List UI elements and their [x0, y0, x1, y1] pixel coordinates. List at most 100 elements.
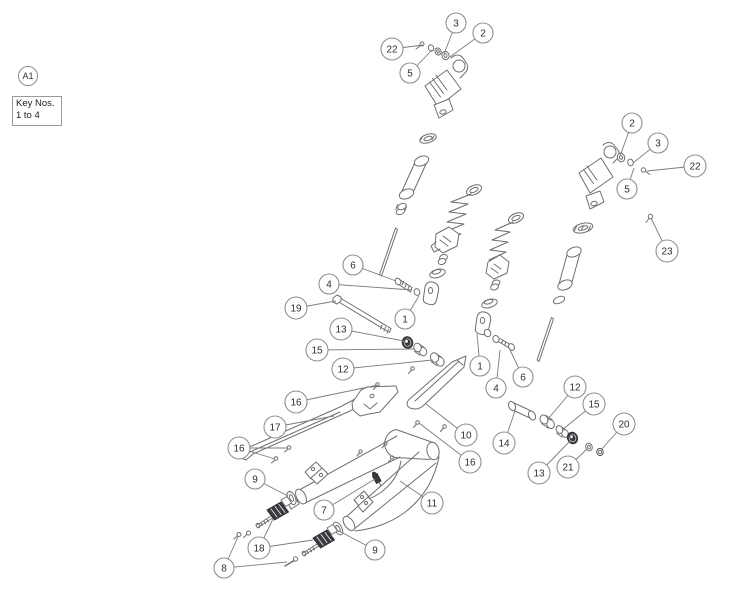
svg-text:14: 14: [498, 439, 510, 450]
callout-5[interactable]: 5: [616, 178, 638, 200]
callout-20[interactable]: 20: [612, 412, 636, 436]
callout-1[interactable]: 1: [394, 308, 416, 330]
callout-15[interactable]: 15: [582, 392, 606, 416]
callout-22[interactable]: 22: [683, 154, 707, 178]
pivot-bolt: [332, 294, 392, 334]
callout-22[interactable]: 22: [380, 37, 404, 61]
svg-text:5: 5: [407, 69, 413, 80]
callout-9[interactable]: 9: [244, 468, 266, 490]
callout-2[interactable]: 2: [621, 112, 643, 134]
leader-line: [328, 283, 413, 291]
svg-text:3: 3: [655, 139, 661, 150]
callout-4[interactable]: 4: [318, 273, 340, 295]
leader-line: [295, 384, 379, 403]
sheet-ref-balloon[interactable]: A1: [18, 66, 38, 86]
screw-23: [645, 213, 654, 223]
callout-6[interactable]: 6: [512, 366, 534, 388]
callout-10[interactable]: 10: [454, 423, 478, 447]
spring-right: [474, 212, 525, 351]
svg-text:7: 7: [321, 506, 327, 517]
svg-text:1: 1: [477, 362, 483, 373]
svg-text:6: 6: [350, 261, 356, 272]
callout-13[interactable]: 13: [527, 461, 551, 485]
lower-eye-left: [422, 281, 440, 306]
callout-3[interactable]: 3: [445, 12, 467, 34]
callout-14[interactable]: 14: [492, 431, 516, 455]
callout-6[interactable]: 6: [342, 254, 364, 276]
callout-16[interactable]: 16: [284, 390, 308, 414]
leader-lines: [223, 22, 696, 569]
callout-1[interactable]: 1: [469, 355, 491, 377]
svg-text:6: 6: [520, 373, 526, 384]
shock-cover-right: [557, 246, 582, 291]
svg-text:9: 9: [252, 475, 258, 486]
callout-12[interactable]: 12: [563, 375, 587, 399]
callout-balloons: 3222523225236419113151216171697188911146…: [213, 12, 707, 579]
pivot-bushings-right: [539, 414, 604, 457]
callout-8[interactable]: 8: [213, 557, 235, 579]
callout-18[interactable]: 18: [247, 536, 271, 560]
fixing-screws: [233, 366, 447, 567]
callout-12[interactable]: 12: [331, 357, 355, 381]
chain-adjuster-lower: [301, 524, 338, 557]
svg-text:16: 16: [233, 444, 245, 455]
callout-19[interactable]: 19: [284, 296, 308, 320]
pivot-pin: [507, 400, 537, 421]
pivot-bolt-bracket: [372, 471, 382, 487]
pivot-bushings-left: [401, 336, 445, 367]
callout-23[interactable]: 23: [655, 239, 679, 263]
callout-2[interactable]: 2: [472, 22, 494, 44]
svg-text:13: 13: [533, 469, 545, 480]
callout-15[interactable]: 15: [305, 338, 329, 362]
svg-text:17: 17: [269, 423, 281, 434]
svg-text:19: 19: [290, 304, 302, 315]
callout-16[interactable]: 16: [227, 436, 251, 460]
callout-11[interactable]: 11: [420, 491, 444, 515]
seat-washer-left: [419, 133, 437, 144]
spring-left: [429, 184, 483, 279]
shock-cover-left: [398, 155, 430, 200]
key-note-line1: Key Nos.: [16, 98, 55, 109]
svg-text:15: 15: [311, 346, 323, 357]
svg-text:4: 4: [493, 384, 499, 395]
chain-guard: [406, 355, 467, 410]
parts-artwork: [233, 41, 654, 567]
callout-9[interactable]: 9: [364, 539, 386, 561]
callout-16[interactable]: 16: [458, 450, 482, 474]
svg-text:10: 10: [460, 431, 472, 442]
svg-text:11: 11: [427, 499, 438, 510]
shock-bushing-right: [552, 295, 566, 305]
callout-17[interactable]: 17: [263, 415, 287, 439]
callout-5[interactable]: 5: [399, 62, 421, 84]
svg-text:20: 20: [618, 420, 630, 431]
svg-text:3: 3: [453, 19, 459, 30]
svg-text:22: 22: [689, 162, 701, 173]
shock-absorber-left: [379, 41, 469, 306]
svg-text:2: 2: [480, 29, 486, 40]
shock-absorber-right: [536, 142, 654, 362]
svg-text:16: 16: [290, 398, 302, 409]
svg-text:12: 12: [337, 365, 349, 376]
svg-text:22: 22: [386, 45, 398, 56]
svg-text:16: 16: [464, 458, 476, 469]
callout-21[interactable]: 21: [556, 455, 580, 479]
chain-adjuster-upper: [255, 496, 292, 529]
svg-text:15: 15: [588, 400, 600, 411]
mount-bolt-left: [394, 277, 413, 293]
callout-3[interactable]: 3: [647, 132, 669, 154]
svg-text:5: 5: [624, 185, 630, 196]
callout-13[interactable]: 13: [329, 317, 353, 341]
key-note-line2: 1 to 4: [16, 110, 40, 121]
callout-7[interactable]: 7: [313, 499, 335, 521]
leader-line: [316, 348, 416, 351]
svg-text:9: 9: [372, 546, 378, 557]
svg-text:13: 13: [335, 325, 347, 336]
mount-bolt-right: [498, 338, 515, 351]
svg-text:4: 4: [326, 280, 332, 291]
svg-text:21: 21: [562, 463, 574, 474]
shock-mount-bracket: [304, 461, 329, 485]
svg-text:2: 2: [629, 119, 635, 130]
callout-4[interactable]: 4: [485, 377, 507, 399]
swingarm: [287, 429, 440, 532]
